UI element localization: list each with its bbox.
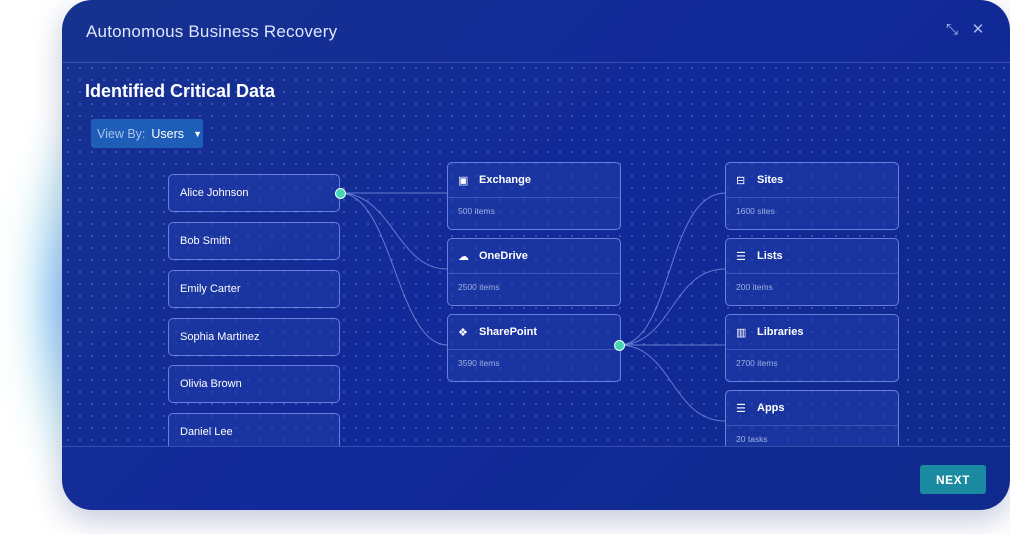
next-button[interactable]: NEXT — [920, 465, 986, 494]
expand-icon[interactable]: ⤡ — [945, 21, 958, 38]
user-name: Sophia Martinez — [180, 331, 260, 343]
connector-dot-sharepoint[interactable] — [614, 340, 625, 351]
link-sharepoint-sites — [618, 192, 726, 346]
list-icon: ☰ — [736, 402, 746, 415]
user-card-alice-johnson[interactable]: Alice Johnson — [168, 174, 340, 212]
user-card-sophia-martinez[interactable]: Sophia Martinez — [168, 318, 340, 356]
node-count: 2700 items — [736, 358, 778, 368]
sharepoint-node-apps[interactable]: ☰ Apps 20 tasks — [725, 390, 899, 446]
node-count: 1600 sites — [736, 206, 775, 216]
sharepoint-node-sites[interactable]: ⊟ Sites 1600 sites — [725, 162, 899, 230]
node-title: Sites — [757, 174, 784, 186]
connector-lines — [339, 192, 726, 422]
node-title: Apps — [757, 402, 785, 414]
user-card-daniel-lee[interactable]: Daniel Lee — [168, 413, 340, 446]
node-header: ☰ Lists — [726, 239, 898, 274]
node-count: 3590 items — [458, 358, 500, 368]
caret-down-icon: ▼ — [193, 128, 202, 139]
user-name: Bob Smith — [180, 235, 231, 247]
node-header: ☰ Apps — [726, 391, 898, 426]
exchange-icon: ▣ — [458, 174, 469, 187]
node-header: ▥ Libraries — [726, 315, 898, 350]
node-count: 2500 items — [458, 282, 500, 292]
user-card-olivia-brown[interactable]: Olivia Brown — [168, 365, 340, 403]
node-header: ☁ OneDrive — [448, 239, 620, 274]
user-card-emily-carter[interactable]: Emily Carter — [168, 270, 340, 308]
view-by-label: View By: — [97, 126, 146, 141]
dialog-titlebar: Autonomous Business Recovery ⤡ ✕ — [62, 0, 1010, 63]
user-name: Daniel Lee — [180, 426, 233, 438]
node-title: Libraries — [757, 326, 804, 338]
node-count: 20 tasks — [736, 434, 768, 444]
list-icon: ☰ — [736, 250, 746, 263]
node-title: SharePoint — [479, 326, 538, 338]
node-header: ⊟ Sites — [726, 163, 898, 198]
view-by-value: Users — [151, 126, 185, 141]
dialog-footer: NEXT — [62, 446, 1010, 510]
connector-dot-alice[interactable] — [335, 188, 346, 199]
service-node-onedrive[interactable]: ☁ OneDrive 2500 items — [447, 238, 621, 306]
link-sharepoint-apps — [618, 344, 726, 422]
onedrive-icon: ☁ — [458, 250, 469, 263]
link-alice-sharepoint — [339, 192, 448, 346]
sites-icon: ⊟ — [736, 174, 746, 187]
user-card-bob-smith[interactable]: Bob Smith — [168, 222, 340, 260]
user-name: Alice Johnson — [180, 187, 249, 199]
node-header: ❖ SharePoint — [448, 315, 620, 350]
dialog-title: Autonomous Business Recovery — [86, 22, 338, 41]
link-sharepoint-lists — [618, 268, 726, 346]
service-node-sharepoint[interactable]: ❖ SharePoint 3590 items — [447, 314, 621, 382]
node-count: 200 items — [736, 282, 773, 292]
node-count: 500 items — [458, 206, 495, 216]
node-header: ▣ Exchange — [448, 163, 620, 198]
sharepoint-node-lists[interactable]: ☰ Lists 200 items — [725, 238, 899, 306]
link-alice-onedrive — [339, 192, 448, 270]
view-by-dropdown[interactable]: View By: Users ▼ — [91, 119, 203, 148]
dialog-content: Identified Critical Data View By: Users … — [62, 62, 1010, 446]
libraries-icon: ▥ — [736, 326, 747, 339]
section-title: Identified Critical Data — [85, 81, 276, 101]
node-title: Exchange — [479, 174, 531, 186]
close-icon[interactable]: ✕ — [971, 21, 985, 38]
recovery-dialog: Autonomous Business Recovery ⤡ ✕ Identif… — [62, 0, 1010, 510]
sharepoint-node-libraries[interactable]: ▥ Libraries 2700 items — [725, 314, 899, 382]
user-name: Emily Carter — [180, 283, 241, 295]
node-title: OneDrive — [479, 250, 528, 262]
node-title: Lists — [757, 250, 783, 262]
sharepoint-icon: ❖ — [458, 326, 468, 339]
user-name: Olivia Brown — [180, 378, 242, 390]
service-node-exchange[interactable]: ▣ Exchange 500 items — [447, 162, 621, 230]
